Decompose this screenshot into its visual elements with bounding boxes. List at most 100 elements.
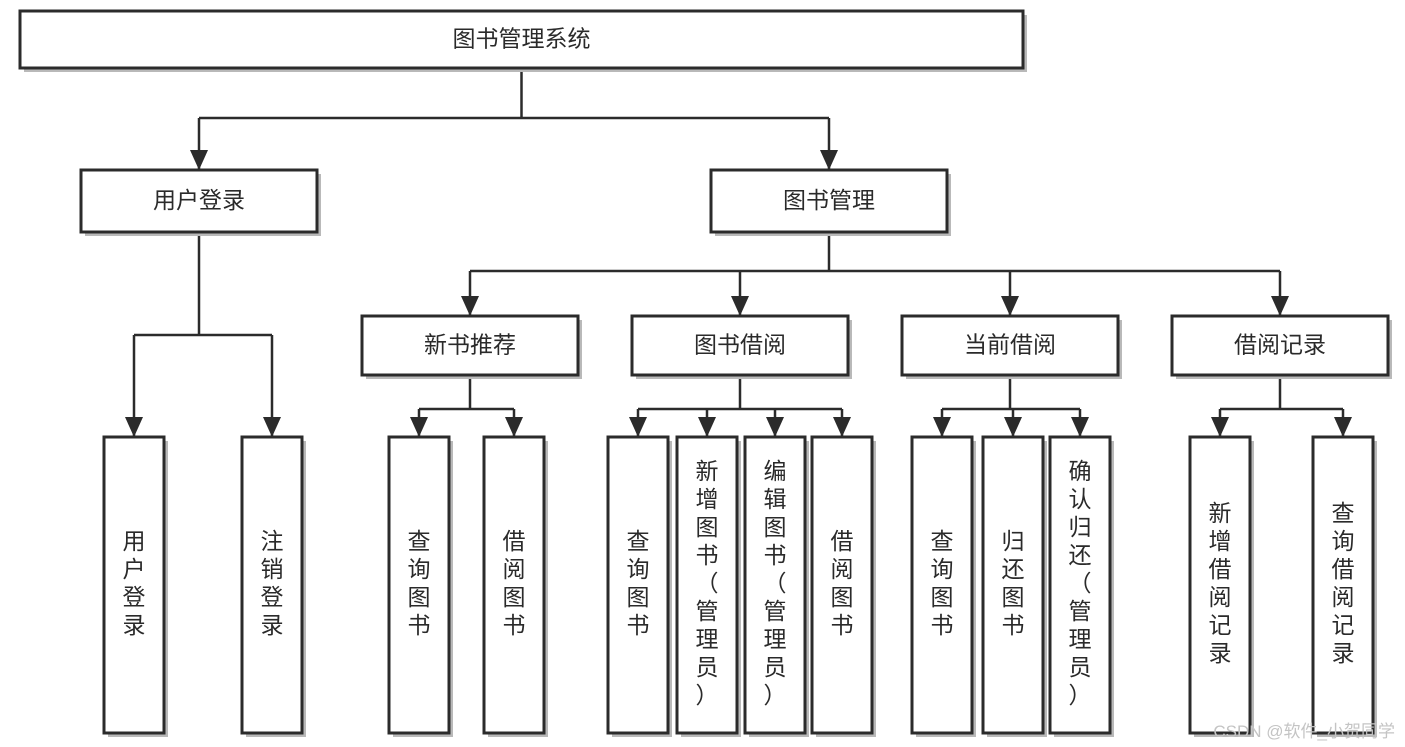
node-label-char: 注 [261,528,284,554]
node-label-char: 询 [1332,528,1355,554]
arrow-head-icon [410,417,428,437]
node-border [630,314,850,377]
node-label: 借阅记录 [1234,332,1326,358]
node-label-char: 销 [261,556,284,582]
node-border [18,9,1025,70]
node-label-char: 新 [1209,500,1232,526]
node-label-char: 询 [408,556,431,582]
node-label: 新书推荐 [424,332,516,358]
arrow-head-icon [1001,296,1019,316]
node-label-char: 图 [931,584,954,610]
node-label: 当前借阅 [964,332,1056,358]
node-label-char: 书 [831,612,854,638]
connector-layer [125,68,1352,437]
node-leaf-user-login[interactable]: 用户登录 [102,435,168,737]
arrow-head-icon [820,150,838,170]
node-layer: 图书管理系统用户登录图书管理新书推荐图书借阅当前借阅借阅记录用户登录注销登录查询… [18,9,1392,737]
node-border [606,435,670,735]
arrow-head-icon [190,150,208,170]
node-user-login[interactable]: 用户登录 [79,168,321,236]
connector-group-borrow-record [1211,375,1352,437]
connector-group-book-borrow [629,375,851,437]
node-label-char: 图 [831,584,854,610]
node-border [79,168,319,234]
node-label-char: 书 [503,612,526,638]
node-border [981,435,1045,735]
node-border [675,435,739,735]
arrow-head-icon [461,296,479,316]
node-label-char: ） [764,682,787,708]
node-label-char: （ [696,570,719,596]
arrow-head-icon [505,417,523,437]
node-label-char: 图 [503,584,526,610]
node-label-char: 编 [764,458,787,484]
arrow-head-icon [125,417,143,437]
node-label-char: 增 [696,486,719,512]
node-label-char: 查 [627,528,650,554]
node-label-char: 理 [1069,626,1092,652]
node-label-char: 借 [1209,556,1232,582]
node-label-char: ） [696,682,719,708]
node-root[interactable]: 图书管理系统 [18,9,1027,72]
arrow-head-icon [1271,296,1289,316]
node-label-char: 询 [931,556,954,582]
node-label-char: 归 [1002,528,1025,554]
node-label-char: 书 [931,612,954,638]
node-border [910,435,974,735]
node-border [240,435,304,735]
connector-group-new-book-rec [410,375,523,437]
node-label-char: 阅 [831,556,854,582]
node-border [743,435,807,735]
node-border [1048,435,1112,735]
node-label-char: 记 [1209,612,1232,638]
node-label-char: 员 [1069,654,1092,680]
arrow-head-icon [766,417,784,437]
node-label-char: 确 [1069,458,1092,484]
node-current-borrow[interactable]: 当前借阅 [900,314,1122,379]
node-label-char: 登 [261,584,284,610]
connector-group-current-borrow [933,375,1089,437]
node-book-manage[interactable]: 图书管理 [709,168,951,236]
node-book-borrow[interactable]: 图书借阅 [630,314,852,379]
node-label-char: 书 [408,612,431,638]
node-label-char: 录 [1209,640,1232,666]
arrow-head-icon [1211,417,1229,437]
connector-group-user-login [125,232,281,437]
node-border [1188,435,1252,735]
node-new-book-rec[interactable]: 新书推荐 [360,314,582,379]
node-label-char: 认 [1069,486,1092,512]
arrow-head-icon [1071,417,1089,437]
node-label-char: 用 [123,528,146,554]
node-border [102,435,166,735]
node-label-char: ） [1069,682,1092,708]
node-label-char: （ [1069,570,1092,596]
node-label-char: 查 [1332,500,1355,526]
node-label-char: 归 [1069,514,1092,540]
node-border [900,314,1120,377]
node-label-char: 图 [696,514,719,540]
node-borrow-record[interactable]: 借阅记录 [1170,314,1392,379]
node-label-char: 书 [1002,612,1025,638]
arrow-head-icon [933,417,951,437]
node-label: 图书管理 [783,187,875,213]
node-label-char: 阅 [503,556,526,582]
node-label-char: 阅 [1209,584,1232,610]
node-label-char: 录 [1332,640,1355,666]
node-label-char: 借 [503,528,526,554]
arrow-head-icon [629,417,647,437]
node-label-char: 书 [627,612,650,638]
node-label-char: 图 [627,584,650,610]
